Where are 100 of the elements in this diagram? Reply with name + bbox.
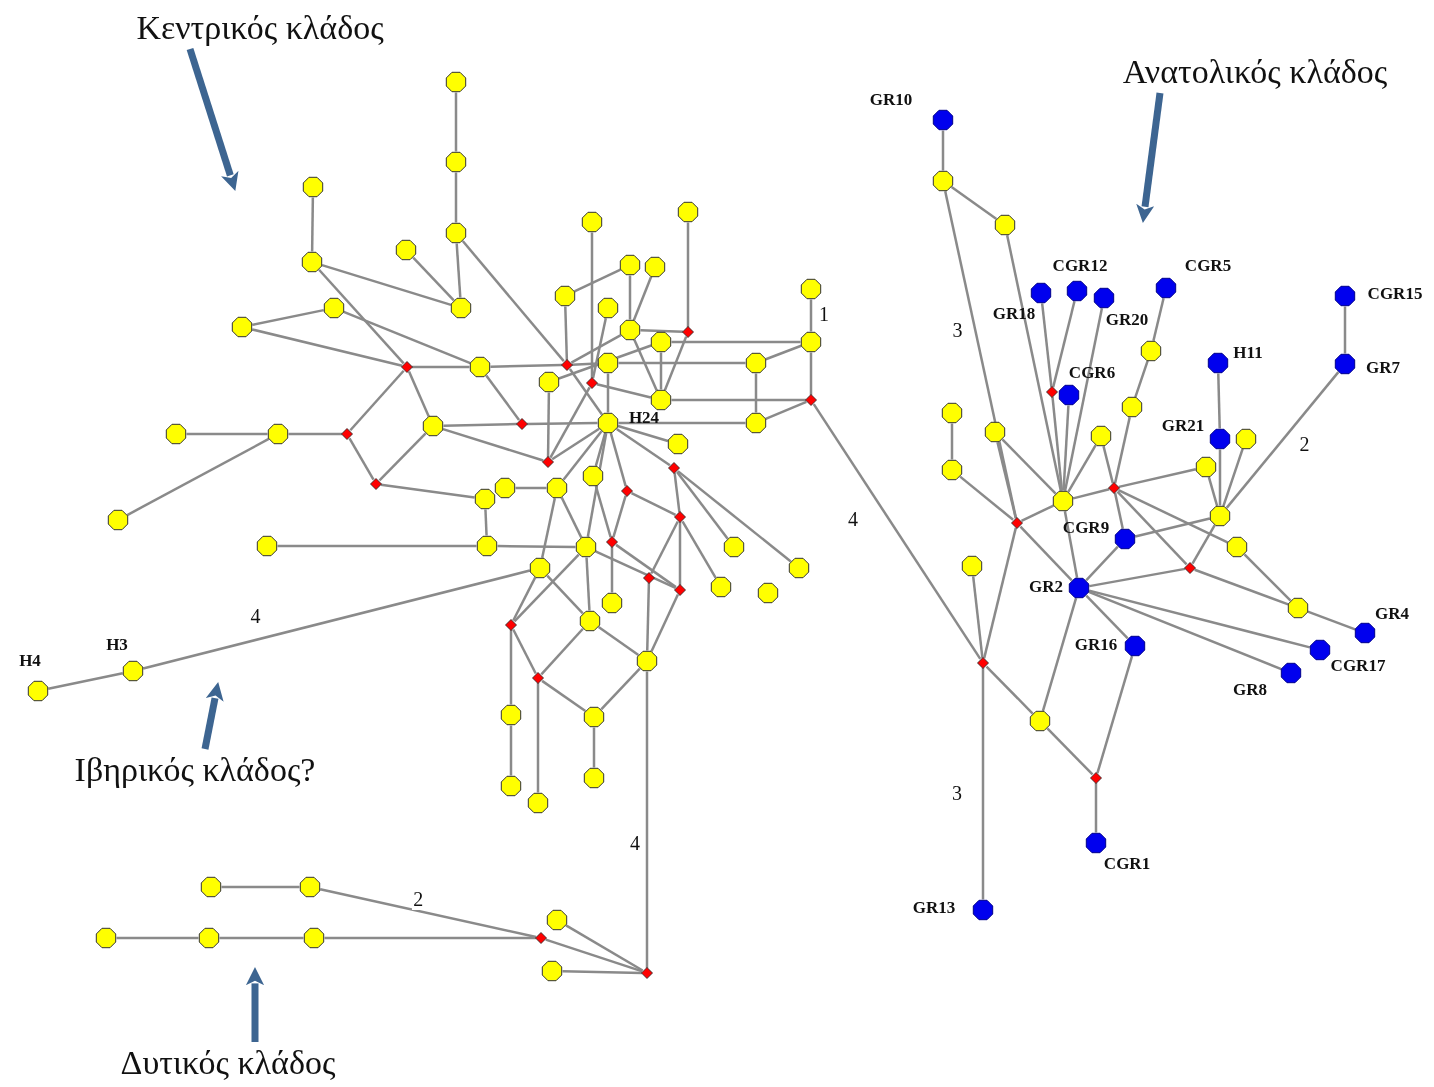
network-line: [630, 492, 677, 516]
network-line: [1134, 360, 1149, 398]
network-line: [592, 727, 596, 768]
network-line: [1072, 488, 1110, 500]
network-line: [1117, 489, 1229, 544]
haplotype-label: CGR1: [1103, 854, 1151, 874]
network-line: [597, 626, 640, 656]
network-line: [765, 344, 802, 361]
network-line: [950, 423, 954, 460]
median-vector-diamond: [516, 418, 528, 430]
haplotype-label: CGR15: [1367, 284, 1423, 304]
network-line: [659, 352, 663, 390]
network-line: [950, 186, 998, 220]
haplotype-label: CGR5: [1184, 256, 1232, 276]
network-line: [1067, 444, 1097, 493]
network-line: [380, 483, 475, 499]
network-line: [343, 310, 471, 365]
median-vector-diamond: [532, 672, 544, 684]
network-line: [546, 574, 584, 615]
network-line: [1005, 235, 1063, 491]
network-line: [461, 240, 565, 362]
network-line: [1085, 594, 1129, 640]
network-line: [812, 403, 982, 660]
network-line: [586, 433, 608, 537]
network-line: [1243, 553, 1292, 602]
network-line: [319, 888, 537, 939]
median-vector-diamond: [606, 536, 618, 548]
network-line: [1063, 511, 1079, 578]
network-line: [126, 437, 270, 517]
network-line: [348, 437, 375, 481]
median-vector-diamond: [1090, 772, 1102, 784]
network-line: [1063, 308, 1104, 491]
network-line: [116, 936, 199, 940]
network-line: [540, 627, 584, 676]
median-vector-diamond: [505, 619, 517, 631]
network-line: [1134, 517, 1211, 538]
branch-label: Δυτικός κλάδος: [120, 1044, 336, 1082]
median-vector-diamond: [674, 511, 686, 523]
network-line: [324, 936, 536, 940]
haplotype-label: CGR12: [1052, 256, 1108, 276]
network-line: [971, 576, 984, 659]
branch-arrow: [1136, 92, 1164, 223]
network-line: [568, 368, 603, 416]
network-line: [595, 550, 676, 590]
median-vector-diamond: [621, 485, 633, 497]
network-line: [1191, 524, 1216, 565]
network-line: [1041, 597, 1078, 712]
haplotype-label: GR7: [1366, 358, 1400, 378]
network-line: [612, 495, 627, 538]
network-line: [618, 421, 746, 425]
network-line: [1019, 525, 1073, 582]
network-line: [646, 582, 651, 651]
network-line: [221, 885, 300, 889]
haplotype-label: H4: [19, 651, 41, 671]
median-vector-diamond: [977, 657, 989, 669]
network-line: [1085, 545, 1119, 582]
network-line: [1088, 589, 1311, 649]
network-line: [378, 432, 427, 482]
network-line: [809, 299, 813, 332]
network-line: [454, 172, 458, 223]
network-line: [594, 432, 607, 467]
network-line: [650, 520, 679, 575]
network-line: [996, 441, 1018, 519]
network-line: [671, 340, 801, 344]
median-vector-diamond: [641, 967, 653, 979]
network-line: [615, 427, 671, 467]
network-line: [1094, 783, 1098, 833]
median-vector-diamond: [370, 478, 382, 490]
network-line: [509, 725, 513, 776]
median-vector-diamond: [542, 456, 554, 468]
network-line: [573, 268, 622, 293]
network-line: [1118, 468, 1197, 489]
network-line: [454, 92, 458, 152]
haplotype-label: H11: [1233, 343, 1263, 363]
network-line: [1218, 449, 1222, 506]
median-vector-diamond: [1108, 482, 1120, 494]
network-line: [676, 471, 729, 540]
network-line: [512, 628, 537, 675]
median-vector-diamond: [668, 462, 680, 474]
median-vector-diamond: [674, 584, 686, 596]
median-vector-diamond: [643, 572, 655, 584]
median-vector-diamond: [341, 428, 353, 440]
median-vector-diamond: [1046, 386, 1058, 398]
network-line: [1001, 438, 1057, 495]
median-vector-diamond: [561, 359, 573, 371]
network-line: [562, 430, 603, 481]
haplotype-label: GR4: [1375, 604, 1409, 624]
network-line: [1046, 727, 1094, 776]
network-line: [251, 328, 403, 368]
network-line: [513, 553, 580, 623]
haplotype-label: CGR9: [1062, 518, 1110, 538]
haplotype-label: GR2: [1029, 577, 1063, 597]
network-line: [252, 308, 324, 327]
network-line: [562, 969, 643, 975]
network-line: [1089, 567, 1186, 588]
network-line: [609, 432, 627, 487]
network-line: [349, 369, 405, 432]
network-line: [490, 363, 563, 368]
network-line: [610, 547, 614, 593]
network-line: [673, 472, 681, 513]
